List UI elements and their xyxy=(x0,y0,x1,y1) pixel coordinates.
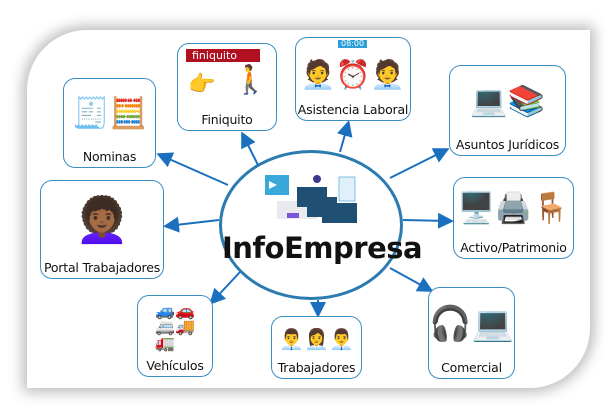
arrow-activo xyxy=(402,212,454,229)
center-node[interactable]: InfoEmpresa xyxy=(219,150,423,300)
woman-avatar-icon: 👩🏾‍🦱 xyxy=(74,194,130,246)
node-label: Vehículos xyxy=(146,358,204,373)
node-label: Portal Trabajadores xyxy=(43,260,161,275)
arrow-portal xyxy=(163,216,220,233)
node-activo-patrimonio[interactable]: 🖥️🖨️🪑 Activo/Patrimonio xyxy=(453,177,574,259)
node-comercial[interactable]: 🎧💻 Comercial xyxy=(428,287,515,379)
office-equipment-icon: 🖥️🖨️🪑 xyxy=(457,191,570,226)
arrow-juridicos xyxy=(389,148,450,179)
node-label: Trabajadores xyxy=(277,360,356,375)
center-title: InfoEmpresa xyxy=(222,231,423,265)
clock-team-icon: 08:00 🧑‍💼⏰🧑‍💼 xyxy=(300,39,406,91)
node-label: Comercial xyxy=(441,360,502,375)
puzzle-illustration-icon xyxy=(265,175,357,223)
node-label: Asuntos Jurídicos xyxy=(455,137,560,152)
node-asuntos-juridicos[interactable]: 💻📚 Asuntos Jurídicos xyxy=(449,65,566,156)
finiquito-tag: finiquito xyxy=(186,49,260,62)
arrow-finiquito xyxy=(241,131,259,166)
calculator-money-icon: 🧾🧮 xyxy=(72,96,147,131)
people-group-icon: 👨‍💼👩‍💼👨‍💼 xyxy=(279,326,354,351)
vehicles-icon: 🚙🚗🚐🚚🚛 xyxy=(155,301,195,352)
node-portal-trabajadores[interactable]: 👩🏾‍🦱 Portal Trabajadores xyxy=(40,180,164,279)
node-label: Activo/Patrimonio xyxy=(460,240,567,255)
walking-businessman-icon: finiquito 👉 🚶 xyxy=(186,49,268,97)
node-trabajadores[interactable]: 👨‍💼👩‍💼👨‍💼 Trabajadores xyxy=(271,316,362,379)
node-label: Finiquito xyxy=(201,112,253,127)
call-center-icon: 🎧💻 xyxy=(429,304,514,344)
node-vehiculos[interactable]: 🚙🚗🚐🚚🚛 Vehículos xyxy=(137,295,213,377)
laptop-documents-icon: 💻📚 xyxy=(470,83,545,119)
arrow-nominas xyxy=(156,152,229,186)
node-nominas[interactable]: 🧾🧮 Nominas xyxy=(63,78,156,168)
arrow-comercial xyxy=(389,267,434,292)
node-label: Asistencia Laboral xyxy=(297,102,409,117)
arrow-asistencia xyxy=(337,120,353,153)
node-finiquito[interactable]: finiquito 👉 🚶 Finiquito xyxy=(177,43,277,131)
clock-display: 08:00 xyxy=(338,40,368,48)
node-label: Nominas xyxy=(82,149,137,164)
arrow-vehiculos xyxy=(209,271,241,305)
node-asistencia-laboral[interactable]: 08:00 🧑‍💼⏰🧑‍💼 Asistencia Laboral xyxy=(295,37,411,121)
